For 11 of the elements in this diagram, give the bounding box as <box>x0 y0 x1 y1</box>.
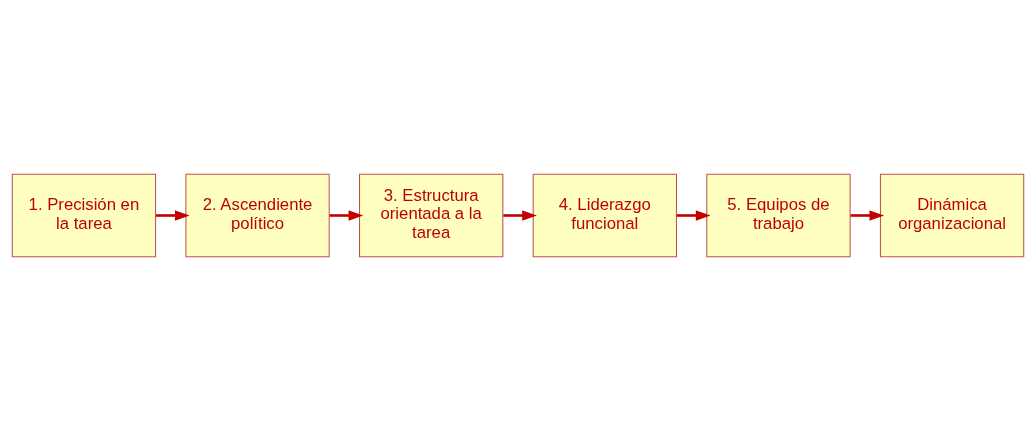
node-box: 5. Equipos de trabajo <box>706 173 851 258</box>
arrow <box>329 210 364 221</box>
node-box: 4. Liderazgo funcional <box>532 173 677 258</box>
arrow <box>676 210 711 221</box>
node-box: 1. Precisión en la tarea <box>11 173 157 258</box>
arrow <box>156 210 190 221</box>
arrow <box>850 210 885 221</box>
node-box: 3. Estructura orientada a la tarea <box>359 173 504 258</box>
node-box: Dinámica organizacional <box>879 173 1025 258</box>
node-box: 2. Ascendiente político <box>185 173 330 258</box>
arrow <box>503 210 537 221</box>
